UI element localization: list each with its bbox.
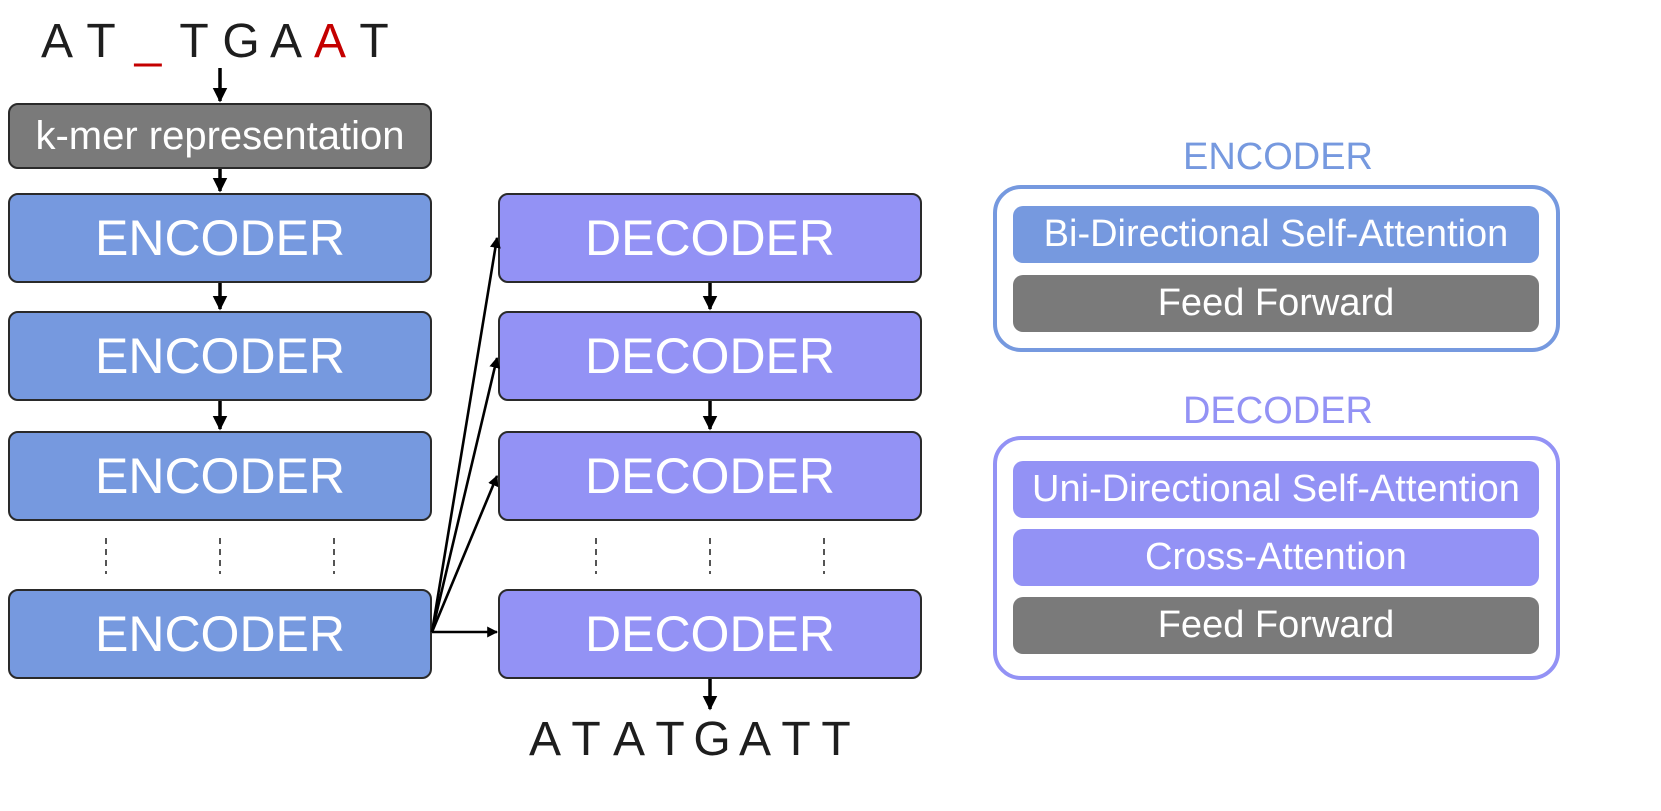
decoder-label: DECODER xyxy=(584,210,836,266)
output-char: A xyxy=(612,713,645,766)
legend-decoder-feed-forward: Feed Forward xyxy=(1013,597,1539,654)
input-char: T xyxy=(179,15,209,68)
legend-uni-directional-self-attention: Uni-Directional Self-Attention xyxy=(1013,461,1539,518)
arrow-cross-attn-to-decoder-1 xyxy=(430,236,501,633)
kmer-label: k-mer representation xyxy=(35,113,405,158)
decoder-label: DECODER xyxy=(584,606,836,662)
decoder-block-3: DECODER xyxy=(498,431,922,521)
legend-encoder-title: ENCODER xyxy=(1182,136,1374,178)
encoder-label: ENCODER xyxy=(94,328,346,384)
arrow-cross-attn-to-decoder-3 xyxy=(430,474,499,633)
decoder-block-1: DECODER xyxy=(498,193,922,283)
output-char: T xyxy=(781,713,811,766)
decoder-label: DECODER xyxy=(584,448,836,504)
encoder-block-3: ENCODER xyxy=(8,431,432,521)
decoder-block-n: DECODER xyxy=(498,589,922,679)
output-char: T xyxy=(655,713,685,766)
encoder-label: ENCODER xyxy=(94,210,346,266)
encoder-label: ENCODER xyxy=(94,448,346,504)
input-char: T xyxy=(86,15,116,68)
legend-bi-directional-self-attention: Bi-Directional Self-Attention xyxy=(1013,206,1539,263)
decoder-label: DECODER xyxy=(584,328,836,384)
legend-encoder-feed-forward: Feed Forward xyxy=(1013,275,1539,332)
legend-decoder-title: DECODER xyxy=(1182,390,1374,432)
kmer-representation-block: k-mer representation xyxy=(8,103,432,169)
input-sequence: A T _ T G A A T xyxy=(38,14,396,69)
input-char: A xyxy=(269,15,302,68)
output-char: T xyxy=(821,713,851,766)
output-char: G xyxy=(693,713,731,766)
encoder-block-1: ENCODER xyxy=(8,193,432,283)
arrow-cross-attn-to-decoder-2 xyxy=(430,356,501,633)
input-char: A xyxy=(40,15,73,68)
output-char: T xyxy=(571,713,601,766)
input-char: G xyxy=(222,15,260,68)
legend-cross-attention: Cross-Attention xyxy=(1013,529,1539,586)
input-char: T xyxy=(359,15,389,68)
encoder-block-2: ENCODER xyxy=(8,311,432,401)
input-char: _ xyxy=(134,15,162,68)
decoder-block-2: DECODER xyxy=(498,311,922,401)
encoder-block-n: ENCODER xyxy=(8,589,432,679)
encoder-label: ENCODER xyxy=(94,606,346,662)
output-sequence: A T A T G A T T xyxy=(526,712,856,767)
input-char: A xyxy=(313,15,346,68)
output-char: A xyxy=(528,713,561,766)
output-char: A xyxy=(738,713,771,766)
